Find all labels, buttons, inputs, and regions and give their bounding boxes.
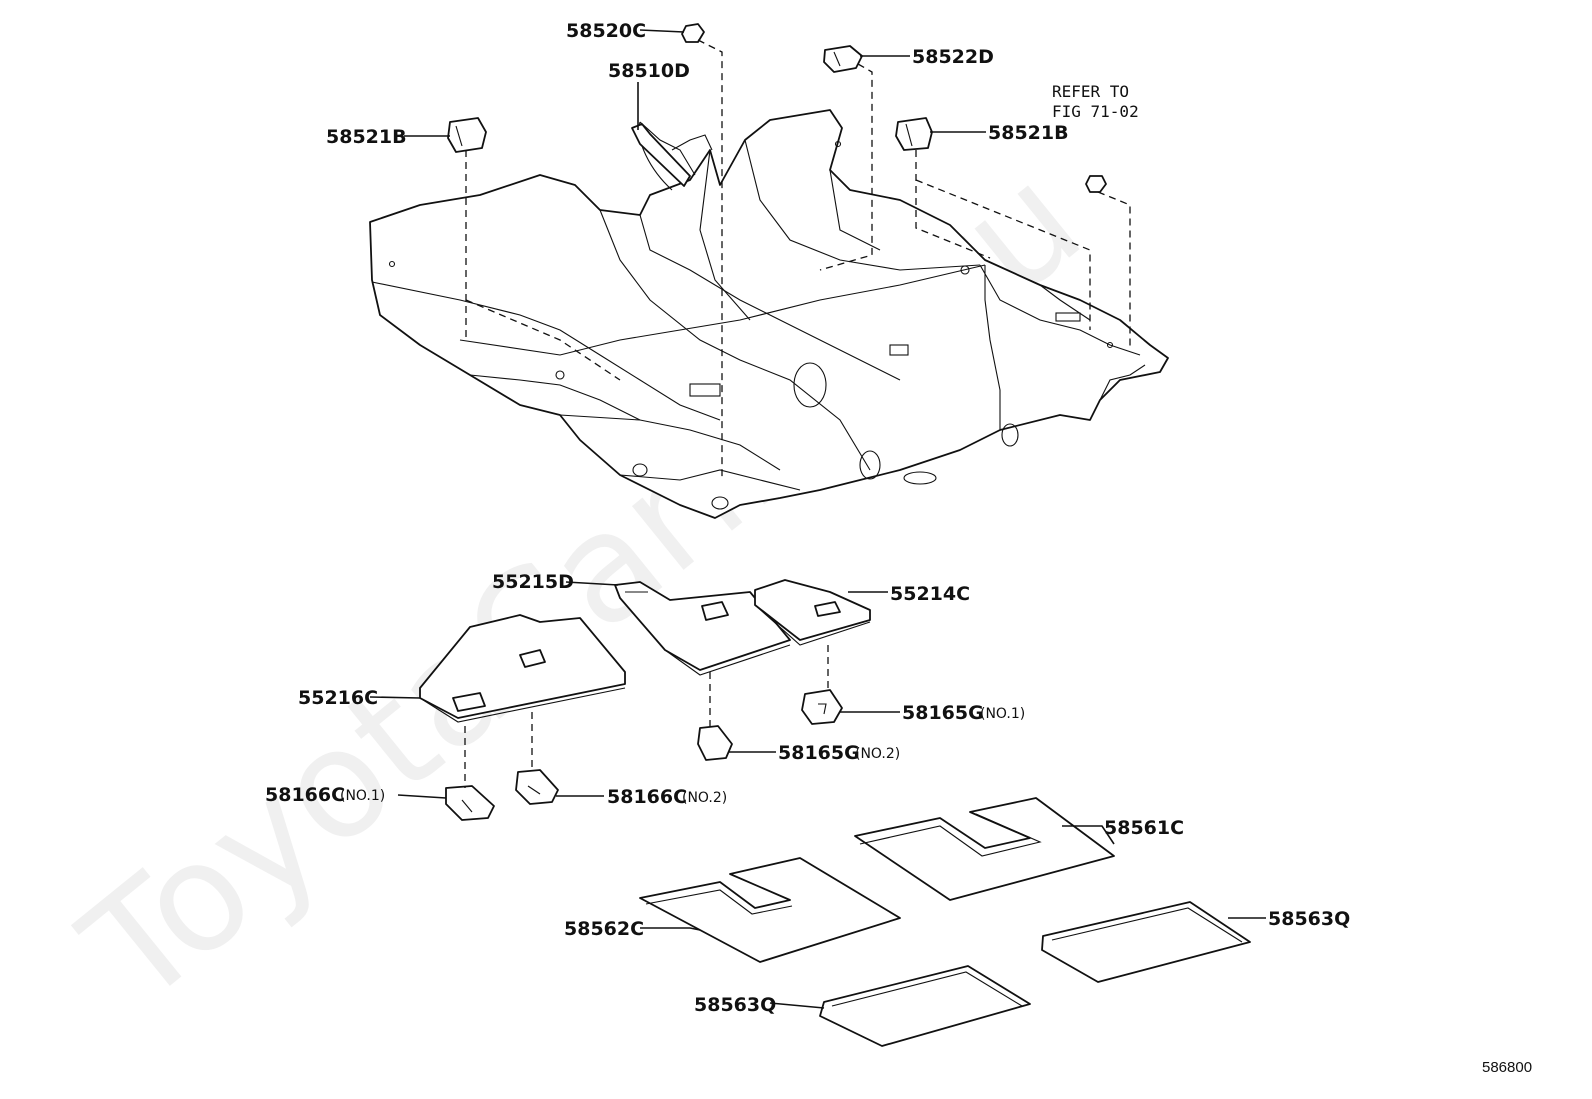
- clip-58165G-no1: [801, 689, 843, 725]
- tray-55214C: [754, 579, 871, 646]
- clip-58166C-no2: [515, 769, 559, 805]
- label-55216C: 55216C: [298, 687, 378, 709]
- note-no1-58165G: (NO.1): [980, 706, 1025, 722]
- clip-58166C-no1: [445, 785, 495, 821]
- figure-code: 586800: [1482, 1059, 1532, 1076]
- label-58562C: 58562C: [564, 918, 644, 940]
- note-no1-58166C: (NO.1): [340, 788, 385, 804]
- label-58520C: 58520C: [566, 20, 646, 42]
- mat-58563Q-right: [1041, 901, 1251, 983]
- label-58510D: 58510D: [608, 60, 690, 82]
- label-55214C: 55214C: [890, 583, 970, 605]
- leader-lines: [369, 29, 1266, 1009]
- mat-58561C: [854, 797, 1115, 901]
- label-58522D: 58522D: [912, 46, 994, 68]
- label-58166C-no1: 58166C: [265, 784, 345, 806]
- mat-58563Q-bottom: [819, 965, 1031, 1047]
- reference-note-line2: FIG 71-02: [1052, 102, 1139, 121]
- note-no2-58166C: (NO.2): [682, 790, 727, 806]
- clip-58510D: [631, 123, 691, 187]
- label-58563Q-right: 58563Q: [1268, 908, 1350, 930]
- note-no2-58165G: (NO.2): [855, 746, 900, 762]
- clip-58520C: [681, 23, 705, 43]
- label-58563Q-bottom: 58563Q: [694, 994, 776, 1016]
- label-58521B-right: 58521B: [988, 122, 1069, 144]
- label-58561C: 58561C: [1104, 817, 1184, 839]
- bolt-fig-71-02: [1085, 175, 1107, 193]
- label-58165G-no2: 58165G: [778, 742, 860, 764]
- tray-55216C: [419, 614, 626, 723]
- label-58165G-no1: 58165G: [902, 702, 984, 724]
- label-58521B-left: 58521B: [326, 126, 407, 148]
- label-55215D: 55215D: [492, 571, 574, 593]
- clip-58522D: [823, 45, 863, 73]
- install-lines-top: [465, 39, 1131, 480]
- install-lines-trays: [464, 645, 829, 788]
- mat-58562C: [639, 857, 901, 963]
- floor-carpet-assembly: [369, 109, 1169, 519]
- label-58166C-no2: 58166C: [607, 786, 687, 808]
- reference-note-line1: REFER TO: [1052, 82, 1129, 101]
- clip-58521B-left: [447, 117, 487, 153]
- clip-58521B-right: [895, 117, 933, 151]
- tray-55215D: [614, 581, 791, 676]
- clip-58165G-no2: [697, 725, 733, 761]
